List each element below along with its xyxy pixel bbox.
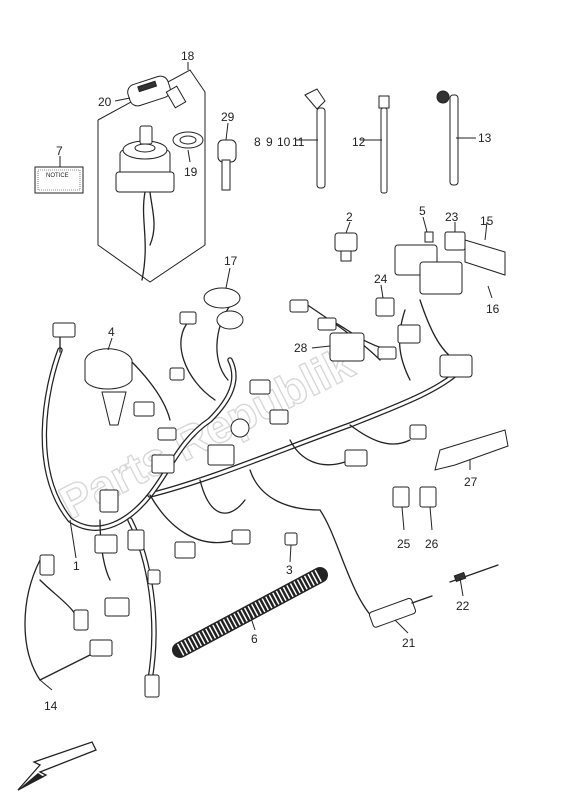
- callout-25: 25: [397, 537, 411, 551]
- spare-key: [217, 139, 237, 191]
- fuse-box: [394, 231, 506, 295]
- callout-28: 28: [294, 341, 308, 355]
- callout-18: 18: [181, 49, 195, 63]
- harness-bracket: [434, 429, 509, 471]
- relay-connector: [334, 232, 358, 262]
- callout-numbers: 1 2 3 4 5 6 7 8 9 10 11 12 13 14 15 16 1…: [44, 49, 500, 713]
- callout-5: 5: [419, 204, 426, 218]
- ignition-switch-assembly: [97, 69, 206, 283]
- coupler-25: [392, 486, 410, 508]
- callout-2: 2: [346, 210, 353, 224]
- callout-19: 19: [184, 165, 198, 179]
- callout-26: 26: [425, 537, 439, 551]
- callout-16: 16: [486, 302, 500, 316]
- leader-lines: [39, 62, 493, 691]
- callout-11: 11: [292, 135, 305, 149]
- callout-24: 24: [374, 272, 388, 286]
- power-socket: [203, 287, 244, 330]
- callout-29: 29: [221, 110, 235, 124]
- callout-13: 13: [478, 131, 492, 145]
- callout-27: 27: [464, 475, 478, 489]
- corrugated-tube: [172, 567, 328, 658]
- connector-24: [375, 297, 395, 317]
- starter-relay: [329, 332, 365, 362]
- callout-9: 9: [266, 135, 273, 149]
- lead-wire: [449, 564, 499, 583]
- callout-23: 23: [445, 210, 459, 224]
- callout-3: 3: [286, 563, 293, 577]
- coupler-26: [419, 486, 437, 508]
- callout-22: 22: [456, 599, 470, 613]
- speed-sensor: [368, 595, 433, 628]
- cable-tie: [378, 95, 390, 194]
- callout-15: 15: [480, 214, 494, 228]
- callout-17: 17: [224, 254, 238, 268]
- callout-7: 7: [56, 144, 63, 158]
- callout-20: 20: [98, 95, 112, 109]
- callout-10: 10: [277, 135, 291, 149]
- harness-connectors: [52, 299, 473, 698]
- sub-harness: [24, 554, 113, 681]
- notice-label-text: NOTICE: [46, 173, 69, 179]
- notice-label: NOTICE: [34, 166, 84, 194]
- callout-8: 8: [254, 135, 261, 149]
- harness-clamp: [304, 88, 326, 189]
- callout-1: 1: [73, 559, 80, 573]
- coupler-3: [284, 532, 298, 546]
- callout-4: 4: [108, 325, 115, 339]
- front-direction-arrow: [17, 741, 97, 791]
- callout-14: 14: [44, 699, 58, 713]
- callout-6: 6: [251, 632, 258, 646]
- callout-21: 21: [402, 636, 416, 650]
- callout-12: 12: [352, 135, 366, 149]
- grommet: [84, 348, 133, 426]
- clamp-bolt: [436, 90, 459, 186]
